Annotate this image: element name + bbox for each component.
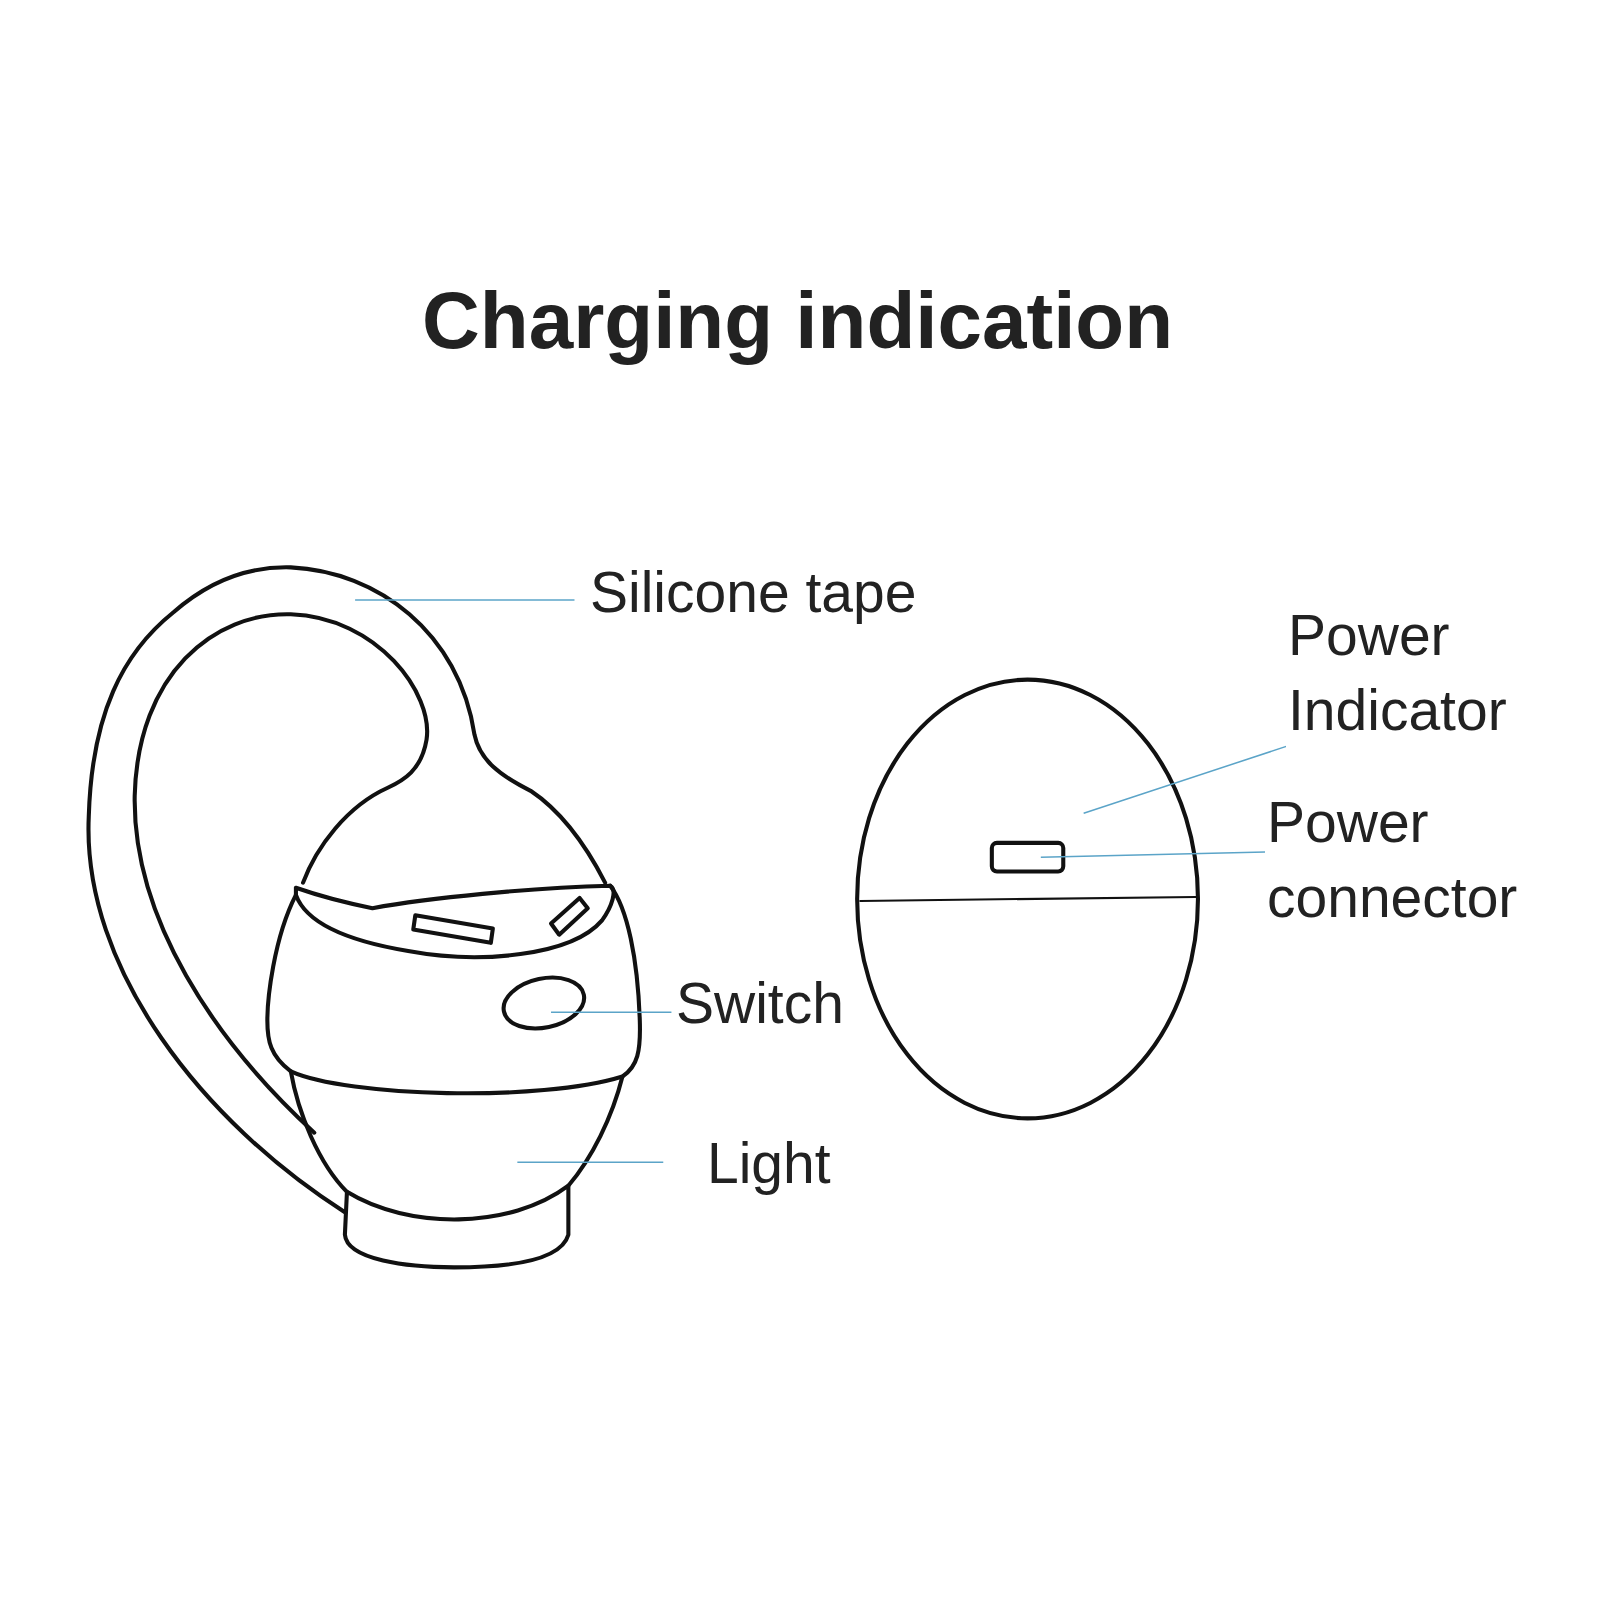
leader-line [551, 1011, 671, 1013]
part-label: Power connector [1265, 785, 1594, 935]
vent-slot [413, 915, 493, 943]
seam-line [860, 897, 1196, 901]
back-cover [857, 680, 1198, 1119]
silicone-hook-inner [135, 614, 427, 1132]
leader-line [517, 1161, 663, 1163]
upper-band [296, 886, 614, 957]
leader-line [1041, 852, 1265, 857]
part-label: Power Indicator [1286, 598, 1590, 748]
diagram-title: Charging indication [422, 273, 1173, 369]
body-band [267, 886, 640, 1094]
light-cup [291, 1071, 623, 1191]
ear-tip [345, 1186, 568, 1268]
part-label: Switch [674, 966, 846, 1041]
part-label: Light [705, 1126, 833, 1201]
leader-line [1084, 745, 1291, 813]
switch-button [499, 971, 589, 1036]
vent-slot [551, 898, 588, 935]
leader-line [355, 599, 574, 601]
part-label: Silicone tape [588, 555, 918, 630]
